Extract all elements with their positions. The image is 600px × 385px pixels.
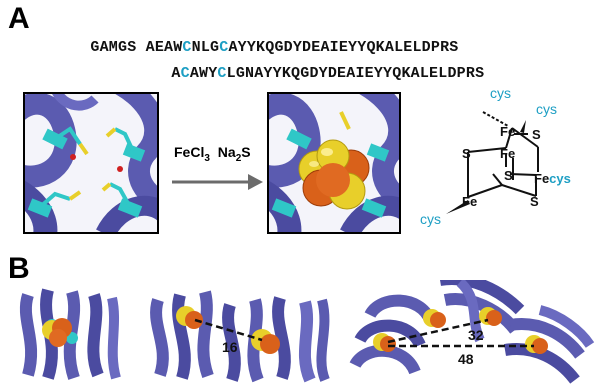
seq2-part-2: AWY (189, 65, 218, 82)
structure-dimer: 16 (150, 290, 330, 383)
fes-cluster-spheres (298, 139, 370, 210)
seq1-part-2: NLG (191, 39, 220, 56)
fe-label-top: Fe (500, 124, 515, 139)
sequence-line-1: GAMGS AEAWCNLGCAYYKQGDYDEAIEYYQKALELDPRS (72, 22, 458, 56)
holo-protein-image (269, 94, 399, 232)
seq1-part-3: AYYKQGDYDEAIEYYQKALELDPRS (228, 39, 459, 56)
panel-b-structures: 16 32 48 (19, 280, 595, 384)
reagents-label: FeCl3 Na2S (174, 144, 251, 164)
s-label-top-right: S (532, 127, 541, 142)
seq2-part-1: A (171, 65, 181, 82)
s-label-center: S (504, 168, 513, 183)
fe-right-fe: Fe (534, 171, 549, 186)
s-label-left: S (462, 146, 471, 161)
seq2-cys-2: C (217, 65, 227, 82)
s-label-bottom-right: S (530, 194, 539, 209)
sequence-line-2: ACAWYCLGNAYYKQGDYDEAIEYYQKALELDPRS (153, 48, 484, 82)
holo-protein-box (267, 92, 401, 234)
cys-label-top-left: cys (490, 85, 511, 101)
reaction-arrow (172, 174, 263, 190)
cys-label-bottom-left: cys (420, 211, 441, 227)
fe-label-bottom-left: Fe (462, 194, 477, 209)
distance-32-label: 32 (468, 327, 484, 343)
distance-48-label: 48 (458, 351, 474, 367)
panel-label-a: A (8, 2, 30, 35)
structure-monomer (19, 288, 121, 380)
seq1-cys-2: C (219, 39, 229, 56)
seq1-part-1: GAMGS AEAW (90, 39, 183, 56)
apo-protein-box (23, 92, 159, 234)
cys-label-top-right: cys (536, 101, 557, 117)
distance-16-label: 16 (222, 339, 238, 355)
seq1-cys-1: C (182, 39, 192, 56)
fe-right-cys: cys (549, 171, 571, 186)
fe4s4-cluster-diagram: cys cys Fe S S Fe S Fecys Fe S cys (420, 85, 571, 227)
structure-trimer: 32 48 (349, 280, 595, 384)
fe-label-right: Fecys (534, 171, 571, 186)
fe-label-middle: Fe (500, 146, 515, 161)
apo-protein-image (25, 94, 157, 232)
panel-label-b: B (8, 252, 30, 285)
reagent-na2s: Na2S (217, 144, 251, 164)
seq2-cys-1: C (180, 65, 190, 82)
seq2-part-3: LGNAYYKQGDYDEAIEYYQKALELDPRS (226, 65, 485, 82)
reagent-fecl3: FeCl3 (174, 144, 210, 164)
